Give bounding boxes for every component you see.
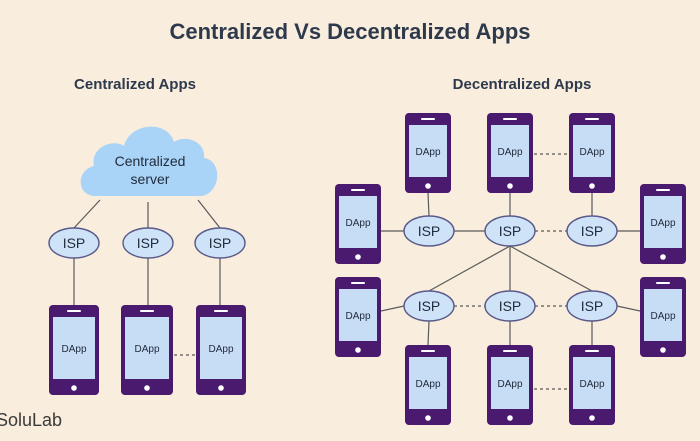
dapp-label: DApp: [208, 344, 233, 355]
isp-label: ISP: [209, 235, 232, 251]
isp-label: ISP: [499, 223, 522, 239]
phone-home-button: [355, 347, 361, 353]
isp-label: ISP: [581, 223, 604, 239]
isp-label: ISP: [418, 223, 441, 239]
dapp-label: DApp: [134, 344, 159, 355]
phone-speaker: [585, 118, 599, 120]
connector-line: [427, 320, 430, 346]
phone-screen: [200, 317, 242, 379]
phone-home-button: [660, 347, 666, 353]
connector-line: [380, 305, 405, 312]
phone-screen: [339, 196, 377, 248]
phone-speaker: [140, 310, 154, 312]
phone-speaker: [503, 118, 517, 120]
isp-node: [566, 290, 618, 322]
phone-speaker: [214, 310, 228, 312]
phone-screen: [409, 357, 447, 409]
server-label-line-1: Centralized: [114, 153, 186, 169]
phone-screen: [644, 289, 682, 341]
isp-node: [403, 290, 455, 322]
connector-line: [616, 305, 641, 312]
connector-line: [73, 199, 101, 229]
dapp-label: DApp: [579, 379, 604, 390]
phone-screen: [409, 125, 447, 177]
isp-label: ISP: [581, 298, 604, 314]
server-label-line-2: server: [130, 171, 170, 187]
phone-speaker: [351, 189, 365, 191]
isp-label: ISP: [63, 235, 86, 251]
connector-line: [428, 245, 511, 292]
phone-speaker: [421, 118, 435, 120]
isp-node: [194, 227, 246, 259]
centralized-server-label: Centralized server: [88, 152, 212, 188]
dapp-label: DApp: [650, 218, 675, 229]
phone-speaker: [503, 350, 517, 352]
phone-screen: [53, 317, 95, 379]
phone-screen: [125, 317, 169, 379]
dapp-label: DApp: [650, 311, 675, 322]
isp-node: [122, 227, 174, 259]
phone-speaker: [585, 350, 599, 352]
cloud-icon: [80, 126, 218, 196]
dapp-label: DApp: [415, 147, 440, 158]
isp-label: ISP: [499, 298, 522, 314]
phone-home-button: [507, 415, 513, 421]
phone-speaker: [421, 350, 435, 352]
brand-logo: SoluLab: [0, 410, 63, 430]
phone-screen: [573, 125, 611, 177]
dapp-label: DApp: [497, 147, 522, 158]
isp-node: [484, 215, 536, 247]
dapp-label: DApp: [61, 344, 86, 355]
phone-home-button: [71, 385, 77, 391]
phone-speaker: [67, 310, 81, 312]
phone-home-button: [425, 415, 431, 421]
phone-speaker: [656, 282, 670, 284]
phone-speaker: [656, 189, 670, 191]
phone-screen: [573, 357, 611, 409]
phone-screen: [339, 289, 377, 341]
isp-label: ISP: [418, 298, 441, 314]
phone-home-button: [660, 254, 666, 260]
phone-home-button: [425, 183, 431, 189]
phone-screen: [491, 357, 529, 409]
phone-home-button: [589, 415, 595, 421]
decentralized-heading: Decentralized Apps: [452, 76, 592, 93]
dapp-label: DApp: [415, 379, 440, 390]
connector-line: [509, 245, 593, 292]
isp-label: ISP: [137, 235, 160, 251]
dapp-label: DApp: [345, 311, 370, 322]
connector-line: [197, 199, 221, 229]
phone-screen: [491, 125, 529, 177]
dapp-label: DApp: [497, 379, 522, 390]
phone-home-button: [589, 183, 595, 189]
phone-home-button: [507, 183, 513, 189]
page-title: Centralized Vs Decentralized Apps: [169, 19, 531, 44]
phone-screen: [644, 196, 682, 248]
centralized-heading: Centralized Apps: [74, 76, 196, 93]
phone-speaker: [351, 282, 365, 284]
isp-node: [48, 227, 100, 259]
phone-home-button: [355, 254, 361, 260]
isp-node: [566, 215, 618, 247]
dapp-label: DApp: [345, 218, 370, 229]
connector-line: [427, 192, 430, 217]
isp-node: [484, 290, 536, 322]
isp-node: [403, 215, 455, 247]
phone-home-button: [144, 385, 150, 391]
dapp-label: DApp: [579, 147, 604, 158]
phone-home-button: [218, 385, 224, 391]
